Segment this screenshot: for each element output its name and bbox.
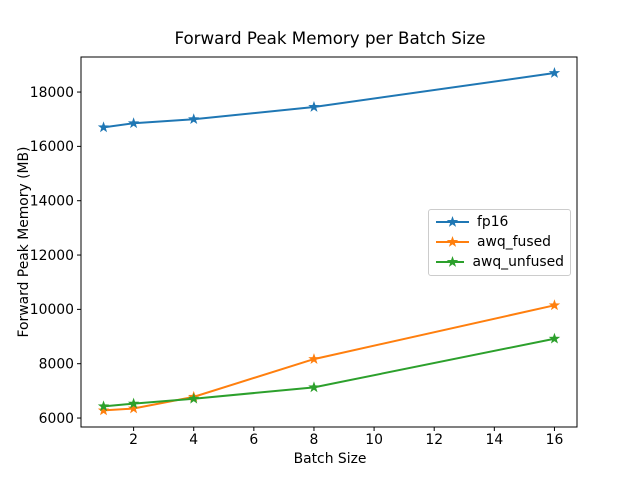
legend-entry-fp16: fp16 [436, 212, 564, 232]
legend-label-fp16: fp16 [477, 214, 509, 230]
series-marker-awq_fused [308, 353, 320, 364]
series-marker-awq_unfused [97, 400, 110, 412]
y-tick-label: 12000 [30, 248, 74, 264]
series-line-awq_unfused [103, 337, 555, 408]
x-tick-label: 4 [189, 432, 198, 448]
legend-label-awq_unfused: awq_unfused [472, 254, 564, 270]
x-tick-label: 12 [425, 432, 443, 448]
x-tick-label: 6 [249, 432, 258, 448]
series-marker-fp16 [548, 67, 561, 78]
series-marker-fp16 [97, 121, 110, 133]
plot-area: 2 4 6 8 10 12 14 16 6000 8000 10000 12000 14000 16000… [30, 56, 578, 448]
y-tick-label: 10000 [30, 302, 74, 318]
legend-line-sample-fp16 [436, 216, 469, 227]
series-marker-awq_unfused [127, 397, 140, 409]
x-tick-label: 16 [546, 432, 564, 448]
series-marker-awq_fused [548, 299, 561, 311]
series-marker-fp16 [188, 113, 200, 125]
legend: fp16 awq_fused awq_unfused [428, 209, 571, 276]
star-marker-icon [446, 216, 459, 227]
chart-title: Forward Peak Memory per Batch Size [174, 28, 485, 48]
legend-entry-awq_unfused: awq_unfused [436, 252, 564, 272]
series-line-awq_fused [103, 304, 555, 412]
y-tick-label: 8000 [39, 357, 74, 373]
x-axis-label: Batch Size [294, 451, 367, 467]
series-marker-awq_unfused [308, 381, 320, 393]
series-marker-awq_fused [97, 404, 110, 416]
legend-line-sample-awq_fused [436, 236, 469, 247]
y-tick-label: 14000 [30, 194, 74, 210]
x-tick-label: 14 [485, 432, 503, 448]
y-axis-label: Forward Peak Memory (MB) [16, 147, 32, 338]
series-marker-fp16 [127, 117, 140, 129]
y-tick-label: 6000 [39, 411, 74, 427]
legend-line-sample-awq_unfused [436, 256, 465, 267]
axes-spines [80, 56, 578, 428]
series-marker-awq_unfused [188, 392, 200, 404]
series-marker-awq_unfused [548, 332, 561, 344]
legend-entry-awq_fused: awq_fused [436, 232, 564, 252]
x-tick-label: 8 [310, 432, 319, 448]
legend-label-awq_fused: awq_fused [477, 234, 551, 250]
x-tick-label: 10 [365, 432, 383, 448]
series-marker-awq_fused [127, 402, 140, 414]
x-tick-label: 2 [129, 432, 138, 448]
series-line-fp16 [103, 72, 555, 129]
star-marker-icon [446, 236, 459, 247]
series-marker-fp16 [308, 100, 320, 112]
y-tick-label: 18000 [30, 85, 74, 101]
y-tick-label: 16000 [30, 139, 74, 155]
star-marker-icon [446, 256, 459, 267]
